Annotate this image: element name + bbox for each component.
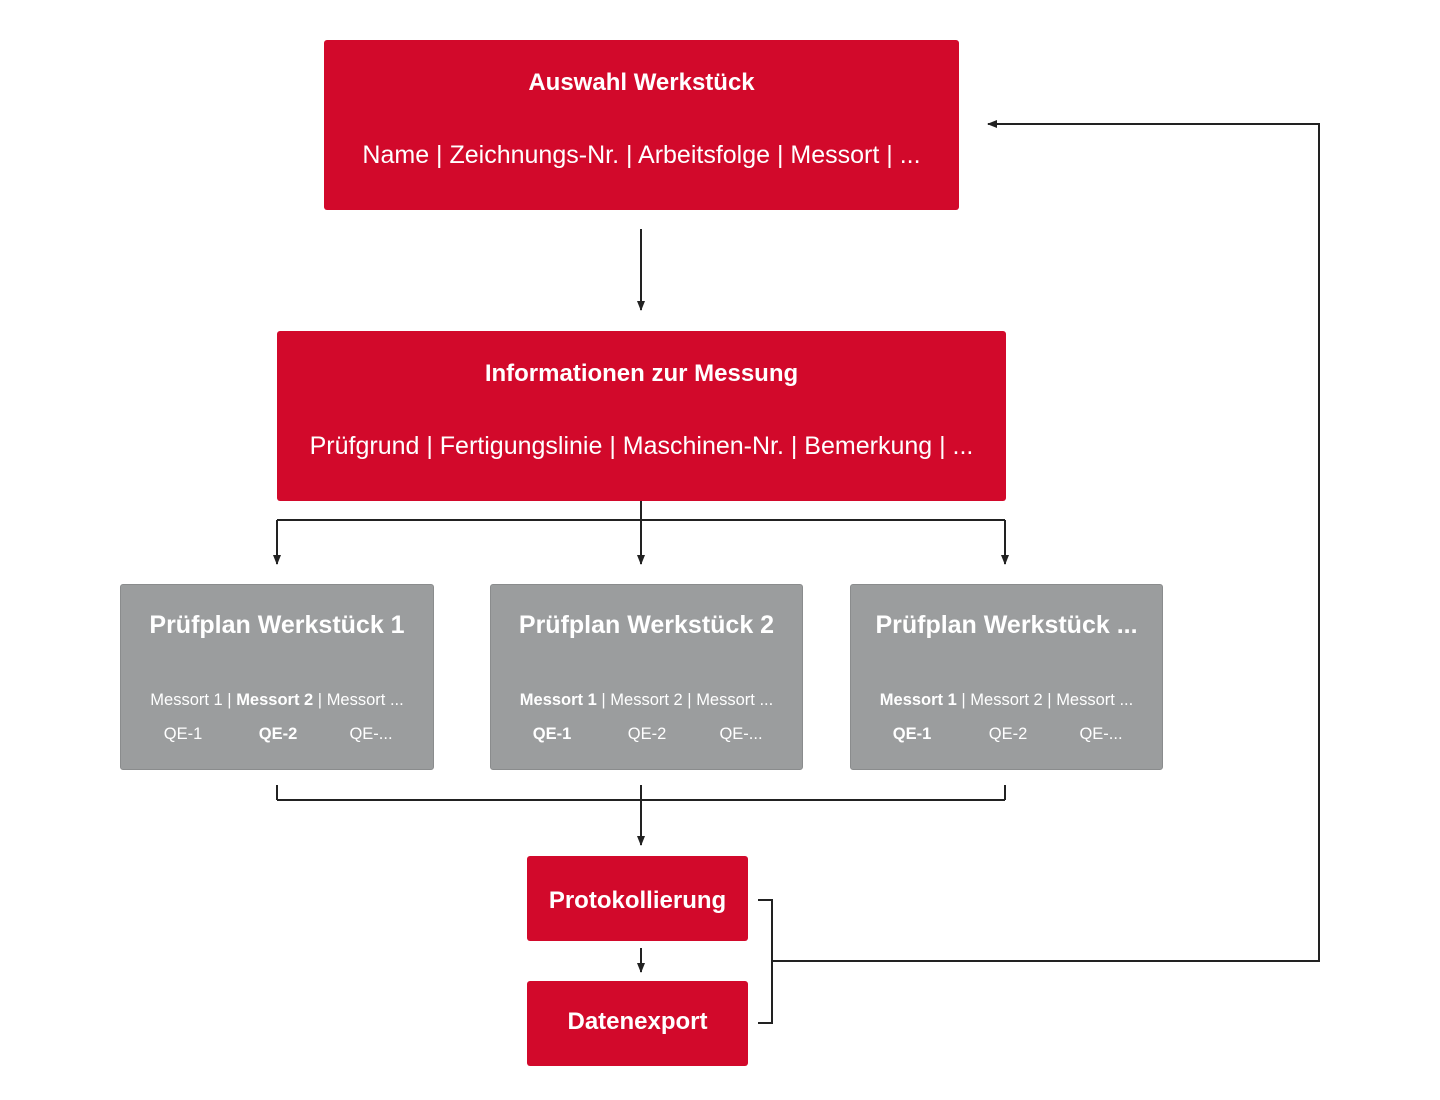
pruefplan-title: Prüfplan Werkstück ...	[875, 611, 1138, 639]
messort-item-active: Messort 2	[236, 691, 314, 709]
informationen-title: Informationen zur Messung	[484, 360, 799, 387]
separator: |	[1042, 691, 1057, 709]
qe-item-active: QE-1	[892, 725, 932, 743]
informationen-subtitle: Prüfgrund | Fertigungslinie | Maschinen-…	[309, 432, 974, 460]
messort-item: Messort ...	[1056, 691, 1134, 709]
separator: |	[596, 691, 611, 709]
datenexport-box: Datenexport	[527, 981, 748, 1066]
feedback-loop	[772, 120, 1320, 962]
pruefplan-title: Prüfplan Werkstück 2	[518, 611, 775, 639]
qe-item: QE-2	[988, 725, 1028, 743]
messort-item-active: Messort 1	[519, 691, 597, 709]
qe-item: QE-...	[349, 725, 393, 743]
pruefplan-title: Prüfplan Werkstück 1	[149, 611, 405, 639]
qe-item: QE-2	[627, 725, 667, 743]
messort-item: Messort 2	[970, 691, 1043, 709]
messort-row: Messort 1 | Messort 2 | Messort ...	[491, 691, 802, 710]
auswahl-subtitle: Name | Zeichnungs-Nr. | Arbeitsfolge | M…	[362, 141, 921, 169]
informationen-messung-box: Informationen zur Messung Prüfgrund | Fe…	[277, 331, 1006, 501]
separator: |	[682, 691, 697, 709]
qe-item-active: QE-1	[532, 725, 572, 743]
pruefplan-box-2: Prüfplan Werkstück 2 Messort 1 | Messort…	[490, 584, 803, 770]
bracket-right	[758, 899, 773, 1024]
messort-item: Messort ...	[696, 691, 774, 709]
messort-item: Messort 2	[610, 691, 683, 709]
protokollierung-title: Protokollierung	[548, 887, 727, 914]
qe-item: QE-1	[163, 725, 203, 743]
messort-item: Messort 1	[150, 691, 223, 709]
separator: |	[956, 691, 971, 709]
datenexport-title: Datenexport	[567, 1008, 708, 1035]
messort-row: Messort 1 | Messort 2 | Messort ...	[121, 691, 433, 710]
auswahl-title: Auswahl Werkstück	[528, 69, 755, 96]
pruefplan-box-3: Prüfplan Werkstück ... Messort 1 | Messo…	[850, 584, 1163, 770]
qe-item: QE-...	[1079, 725, 1123, 743]
auswahl-werkstueck-box: Auswahl Werkstück Name | Zeichnungs-Nr. …	[324, 40, 959, 210]
protokollierung-box: Protokollierung	[527, 856, 748, 941]
qe-item: QE-...	[719, 725, 763, 743]
messort-item: Messort ...	[326, 691, 404, 709]
separator: |	[313, 691, 327, 709]
pruefplan-box-1: Prüfplan Werkstück 1 Messort 1 | Messort…	[120, 584, 434, 770]
messort-row: Messort 1 | Messort 2 | Messort ...	[851, 691, 1162, 710]
separator: |	[222, 691, 237, 709]
messort-item-active: Messort 1	[879, 691, 957, 709]
qe-item-active: QE-2	[258, 725, 298, 743]
